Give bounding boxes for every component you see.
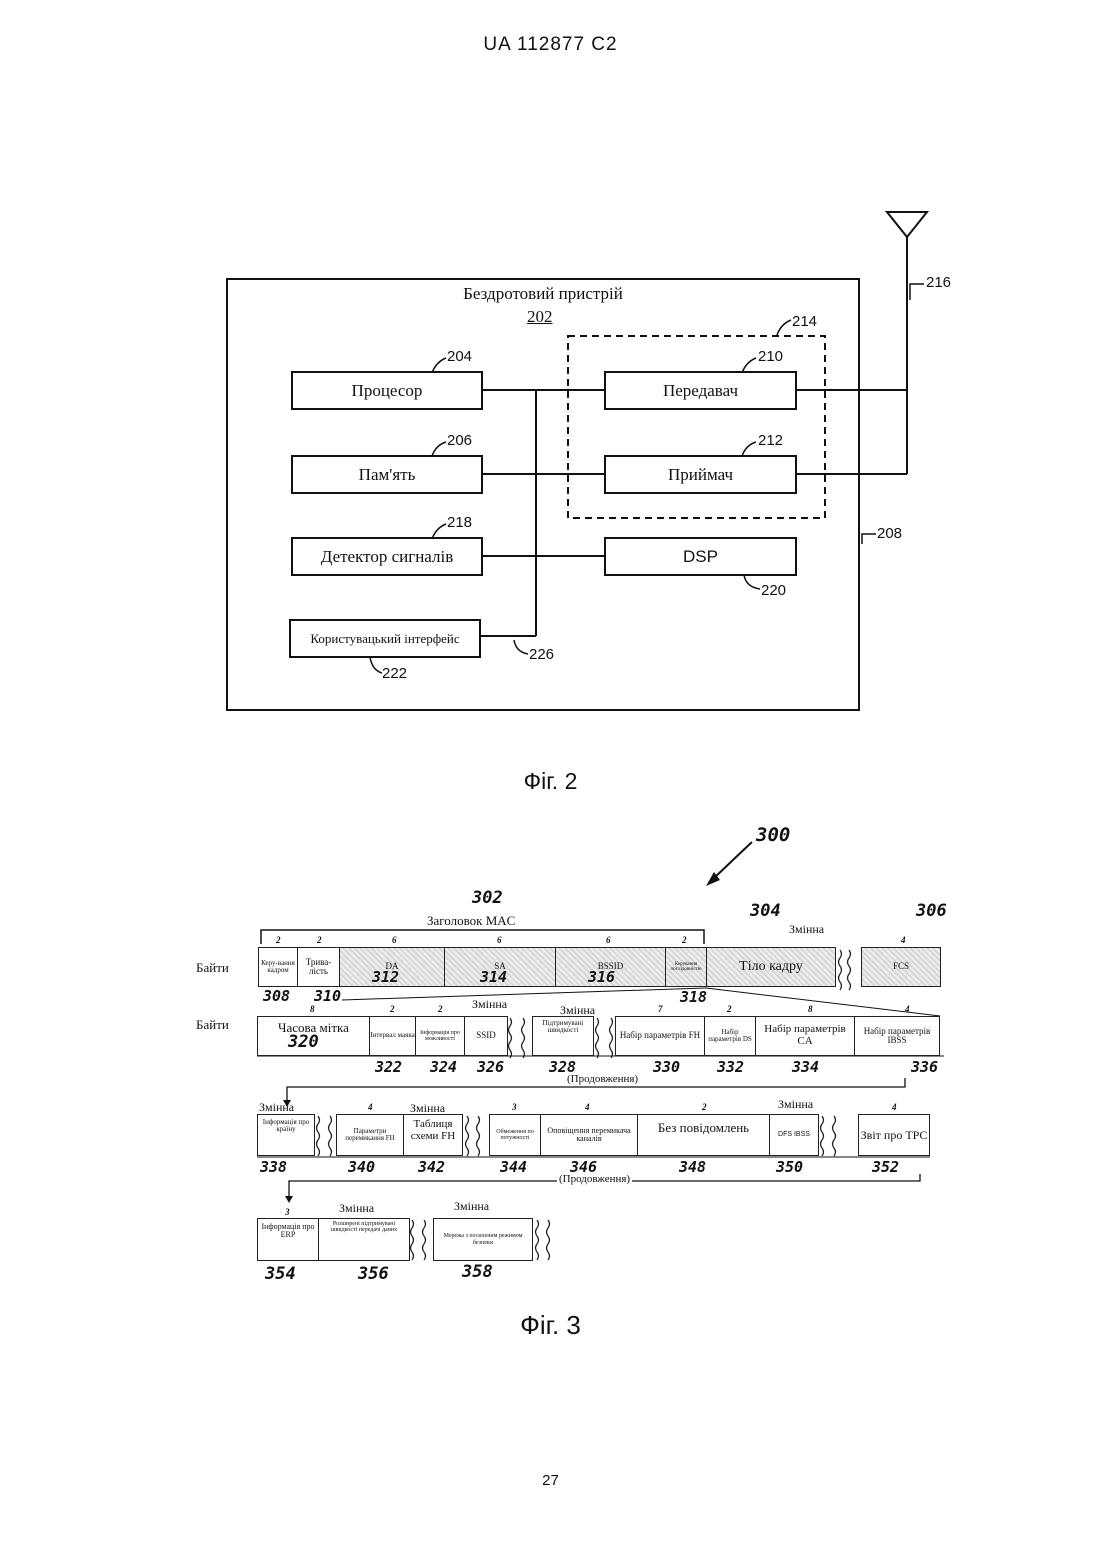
continued-label-1: (Продовження) [565, 1073, 640, 1085]
ref-344: 344 [500, 1158, 527, 1176]
field-erp-info: Інформація про ERP [257, 1218, 319, 1261]
bytes-ibss-params: 4 [905, 1004, 910, 1014]
ref-304: 304 [750, 901, 781, 921]
bytes-fh-params: 7 [658, 1004, 663, 1014]
ref-302: 302 [472, 888, 503, 908]
field-duration: Трива-лість [297, 947, 340, 987]
field-channel-switch: Оповіщення перемикача каналів [540, 1114, 638, 1156]
ref-334: 334 [792, 1058, 819, 1076]
mac-header-label: Заголовок MAC [424, 913, 518, 929]
ref-354: 354 [265, 1264, 296, 1284]
ref-358: 358 [462, 1262, 493, 1282]
bytes-label-r2: Байти [196, 1017, 229, 1033]
bytes-label-r1: Байти [196, 960, 229, 976]
ref-306: 306 [916, 901, 947, 921]
ref-326: 326 [477, 1058, 504, 1076]
ref-350: 350 [776, 1158, 803, 1176]
field-supported-rates: Підтримувані швидкості [532, 1016, 594, 1056]
field-extended-rates: Розширені підтримувані швидкості передач… [318, 1218, 410, 1261]
variable-label-r4a: Змінна [339, 1201, 374, 1216]
ref-332: 332 [717, 1058, 744, 1076]
page-number: 27 [0, 1472, 1101, 1489]
continued-label-2: (Продовження) [557, 1173, 632, 1185]
bytes-duration: 2 [317, 935, 322, 945]
variable-label-r4b: Змінна [454, 1199, 489, 1214]
bytes-erp-info: 3 [285, 1207, 290, 1217]
bytes-sa: 6 [497, 935, 502, 945]
bytes-seq-control: 2 [682, 935, 687, 945]
bytes-timestamp: 8 [310, 1004, 315, 1014]
ref-352: 352 [872, 1158, 899, 1176]
bytes-power-limit: 3 [512, 1102, 517, 1112]
fig3-caption: Фіг. 3 [0, 1310, 1101, 1341]
ref-320: 320 [288, 1032, 319, 1052]
field-fh-switch-params: Параметри перемикання FH [336, 1114, 404, 1156]
ref-348: 348 [679, 1158, 706, 1176]
bytes-fcs: 4 [901, 935, 906, 945]
ref-314: 314 [480, 968, 507, 986]
ref-324: 324 [430, 1058, 457, 1076]
variable-label-r1: Змінна [789, 922, 824, 937]
field-ibss-params: Набір параметрів IBSS [854, 1016, 940, 1056]
field-country-info: Інформація про країну [257, 1114, 315, 1156]
field-ds-params: Набір параметрів DS [704, 1016, 756, 1056]
bytes-tpc-report: 4 [892, 1102, 897, 1112]
field-quiet: Без повідомлень [637, 1114, 770, 1156]
field-frame-body: Тіло кадру [706, 947, 836, 987]
bytes-channel-switch: 4 [585, 1102, 590, 1112]
bytes-ca-params: 8 [808, 1004, 813, 1014]
ref-308: 308 [263, 987, 290, 1005]
ref-300: 300 [756, 824, 790, 846]
field-frame-control: Керу-вання кадром [258, 947, 298, 987]
field-fcs: FCS [861, 947, 941, 987]
field-power-limit: Обмеження по потужності [489, 1114, 541, 1156]
bytes-beacon-interval: 2 [390, 1004, 395, 1014]
ref-356: 356 [358, 1264, 389, 1284]
variable-label-r3a: Змінна [259, 1100, 294, 1115]
variable-label-r2a: Змінна [472, 997, 507, 1012]
ref-318: 318 [680, 988, 707, 1006]
ref-330: 330 [653, 1058, 680, 1076]
field-dfs-ibss: DFS IBSS [769, 1114, 819, 1156]
field-robust-security: Мережа з посиленим режимом безпеки [433, 1218, 533, 1261]
field-beacon-interval: Інтервал маяка [369, 1016, 416, 1056]
ref-316: 316 [588, 968, 615, 986]
variable-label-r3c: Змінна [778, 1097, 813, 1112]
ref-322: 322 [375, 1058, 402, 1076]
bytes-bssid: 6 [606, 935, 611, 945]
ref-310: 310 [314, 987, 341, 1005]
bytes-ds-params: 2 [727, 1004, 732, 1014]
bytes-fh-switch: 4 [368, 1102, 373, 1112]
ref-340: 340 [348, 1158, 375, 1176]
ref-338: 338 [260, 1158, 287, 1176]
field-fh-pattern-table: Таблиця схеми FH [403, 1114, 463, 1156]
field-tpc-report: Звіт про TPC [858, 1114, 930, 1156]
field-ssid: SSID [464, 1016, 508, 1056]
bytes-quiet: 2 [702, 1102, 707, 1112]
field-seq-control: Керування послідовністю [665, 947, 707, 987]
bytes-frame-control: 2 [276, 935, 281, 945]
field-ca-params: Набір параметрів CA [755, 1016, 855, 1056]
ref-342: 342 [418, 1158, 445, 1176]
field-capability: Інформація про можливості [415, 1016, 465, 1056]
bytes-capability: 2 [438, 1004, 443, 1014]
ref-312: 312 [372, 968, 399, 986]
bytes-da: 6 [392, 935, 397, 945]
ref-336: 336 [911, 1058, 938, 1076]
field-fh-params: Набір параметрів FH [615, 1016, 705, 1056]
